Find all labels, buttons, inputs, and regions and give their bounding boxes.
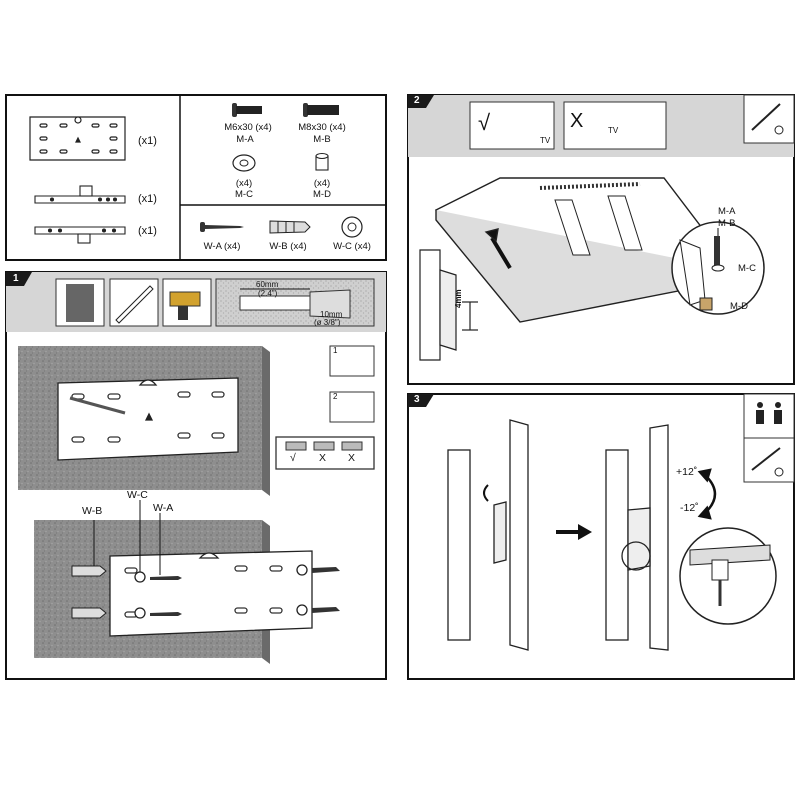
step3-panel (407, 393, 795, 680)
next-arrow (556, 524, 592, 540)
callout-w-a: W-A (153, 502, 174, 514)
wall-plate-on-wall (57, 377, 239, 461)
step2-number: 2 (414, 95, 420, 106)
drill-depth-in: (2.4") (258, 289, 278, 298)
detail-circle (671, 221, 765, 315)
callout-w-c: W-C (127, 489, 148, 501)
check-x1: X (319, 452, 327, 464)
m-c-qty: (x4) (235, 178, 253, 189)
tv-brackets (554, 195, 643, 256)
drill-depth: 60mm (256, 280, 279, 289)
check-ok: √ (290, 452, 296, 464)
drill-size: 10mm (320, 310, 343, 319)
level-check-boxes (275, 345, 375, 470)
m-b-spec: M8x30 (x4) (298, 122, 346, 133)
screw-m-a-icon (232, 103, 262, 117)
wood-screw-w-a-icon (200, 222, 244, 232)
gap-label: 4mm (454, 289, 463, 308)
arm1-qty: (x1) (138, 193, 157, 205)
sub-step-2: 2 (333, 392, 338, 401)
callout-w-b: W-B (82, 505, 103, 517)
sub-step-1: 1 (333, 346, 338, 355)
tilt-up-label: +12˚ (676, 466, 698, 478)
knob-detail-circle (679, 527, 777, 625)
step2-m-d: M-D (730, 301, 748, 312)
w-b-label: W-B (x4) (269, 241, 307, 252)
wall-and-tv-before (447, 419, 529, 651)
drill-size-in: (ø 3/8") (314, 318, 341, 327)
m-a-spec: M6x30 (x4) (224, 122, 272, 133)
screw-m-b-icon (303, 103, 339, 117)
check-x2: X (348, 452, 356, 464)
step2-m-b: M-B (718, 218, 736, 229)
plate-qty: (x1) (138, 135, 157, 147)
tilt-arc (697, 468, 717, 520)
m-d-code: M-D (313, 189, 331, 200)
step2-cross: X (570, 110, 584, 132)
side-bracket-view (419, 249, 478, 361)
wall-and-tv-after (605, 424, 669, 651)
wall-plate-part (29, 116, 126, 161)
arm2-qty: (x1) (138, 225, 157, 237)
tv-arm-part (34, 185, 126, 204)
step2-m-c: M-C (738, 263, 756, 274)
washer-m-c-icon (232, 154, 256, 172)
washer-w-c-icon (341, 216, 363, 238)
step3-number: 3 (414, 394, 420, 405)
tv-label-2: TV (608, 126, 619, 135)
m-d-qty: (x4) (313, 178, 331, 189)
w-c-label: W-C (x4) (333, 241, 371, 252)
step2-check: √ (478, 110, 491, 135)
tv-label-1: TV (540, 136, 551, 145)
step1-tools (55, 278, 375, 327)
tv-arm-part-2 (34, 226, 126, 244)
m-c-code: M-C (235, 189, 253, 200)
anchors-and-screws (71, 500, 340, 619)
anchor-w-b-icon (269, 220, 311, 234)
m-a-code: M-A (236, 134, 254, 145)
tilt-down-label: -12˚ (680, 502, 699, 514)
m-b-code: M-B (313, 134, 331, 145)
w-a-label: W-A (x4) (203, 241, 241, 252)
step2-m-a: M-A (718, 206, 736, 217)
spacer-m-d-icon (315, 153, 329, 171)
step1-number: 1 (13, 273, 19, 284)
